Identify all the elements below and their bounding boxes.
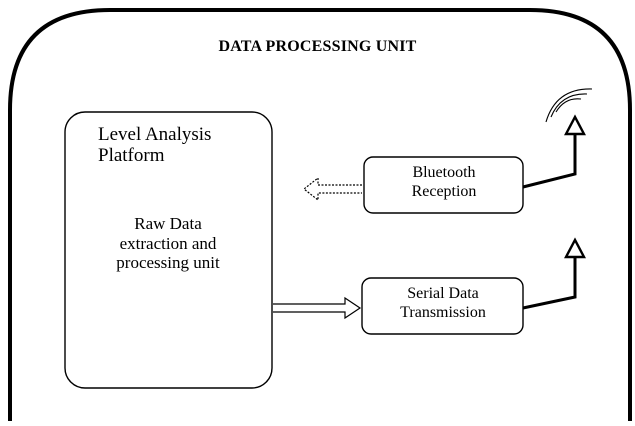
transmission-arrow [273, 296, 362, 320]
platform-box [64, 111, 273, 389]
bluetooth-reception-label: Bluetooth Reception [411, 164, 477, 200]
wireless-signal-icon [545, 88, 593, 123]
outer-frame [8, 8, 632, 421]
platform-title: Level Analysis Platform [98, 124, 212, 167]
antenna-icon [564, 237, 586, 259]
bluetooth-box [363, 156, 524, 214]
bluetooth-antenna-line [522, 133, 577, 189]
serial-transmission-label: Serial Data Transmission [400, 285, 486, 321]
serial-antenna-line [522, 256, 577, 310]
platform-subtitle: Raw Data extraction and processing unit [116, 214, 220, 273]
reception-arrow [303, 176, 362, 202]
diagram-title: DATA PROCESSING UNIT [218, 38, 417, 55]
serial-box [361, 277, 524, 335]
antenna-icon [564, 114, 586, 136]
